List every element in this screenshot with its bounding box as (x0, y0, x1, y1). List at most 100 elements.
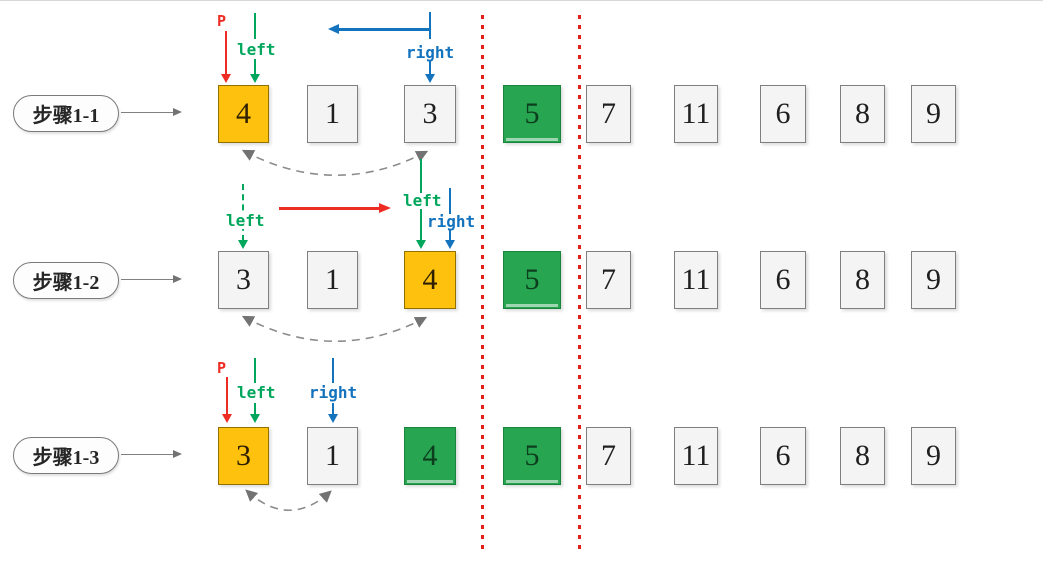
step-connector-line (121, 279, 173, 280)
value-box: 4 (218, 85, 269, 143)
step-connector-line (121, 454, 173, 455)
value-box: 5 (503, 251, 561, 309)
box-value: 1 (325, 97, 340, 130)
value-box: 3 (218, 251, 269, 309)
box-value: 8 (855, 439, 870, 472)
left-pointer-label: left (225, 211, 266, 230)
left-arrowhead-icon (250, 414, 260, 423)
right-pointer-label: right (405, 43, 456, 62)
box-value: 1 (325, 439, 340, 472)
value-box: 11 (674, 85, 718, 143)
value-box: 4 (404, 251, 456, 309)
right-pointer-line (429, 12, 431, 39)
value-box: 9 (911, 427, 956, 485)
value-box: 11 (674, 427, 718, 485)
box-value: 8 (855, 263, 870, 296)
right-move-arrowhead-icon (328, 24, 339, 34)
left-arrowhead-icon (416, 240, 426, 249)
step-connector-arrow-icon (173, 108, 182, 116)
right-pointer-arrow (332, 403, 334, 415)
box-value: 3 (236, 263, 251, 296)
right-pointer-label: right (426, 212, 477, 231)
value-box: 5 (503, 427, 561, 485)
swap-arc-row3 (245, 489, 332, 511)
value-box: 8 (840, 85, 885, 143)
partition-divider-right (578, 15, 581, 553)
box-value: 4 (422, 439, 438, 472)
box-value: 7 (601, 97, 616, 130)
box-value: 8 (855, 97, 870, 130)
value-box: 9 (911, 85, 956, 143)
right-pointer-line (332, 358, 334, 383)
partition-divider-left (481, 15, 484, 553)
value-box: 9 (911, 251, 956, 309)
value-box: 1 (307, 251, 358, 309)
left-arrowhead-icon (238, 240, 248, 249)
value-box: 5 (503, 85, 561, 143)
box-value: 11 (681, 263, 711, 296)
box-value: 9 (926, 97, 941, 130)
value-box: 8 (840, 427, 885, 485)
step-connector-arrow-icon (173, 450, 182, 458)
box-value: 3 (422, 97, 438, 130)
left-pointer-label: left (236, 383, 277, 402)
pivot-pointer-label: P (216, 12, 228, 30)
box-value: 5 (524, 439, 540, 472)
left-move-arrow (279, 207, 379, 210)
pivot-arrowhead-icon (222, 414, 232, 423)
right-pointer-arrow (429, 61, 431, 75)
step-connector-arrow-icon (173, 275, 182, 283)
box-value: 1 (325, 263, 340, 296)
pivot-arrowhead-icon (221, 74, 231, 83)
step-badge-1: 步骤1-1 (13, 95, 119, 132)
left-pointer-line (254, 358, 256, 383)
pivot-pointer-arrow (225, 31, 227, 75)
value-box: 8 (840, 251, 885, 309)
value-box: 7 (586, 427, 631, 485)
right-arrowhead-icon (445, 240, 455, 249)
value-box: 6 (760, 85, 806, 143)
box-value: 7 (601, 439, 616, 472)
box-value: 3 (236, 439, 251, 472)
right-arrowhead-icon (328, 414, 338, 423)
left-pointer-line (254, 13, 256, 39)
box-value: 5 (524, 263, 540, 296)
step-badge-2: 步骤1-2 (13, 262, 119, 299)
step-connector-line (121, 112, 173, 113)
value-box: 7 (586, 85, 631, 143)
left-pointer-label: left (236, 40, 277, 59)
left-pointer-arrow (254, 403, 256, 415)
left-pointer-old-arrow (242, 184, 244, 241)
step-badge-3: 步骤1-3 (13, 437, 119, 474)
box-value: 11 (681, 439, 711, 472)
box-value: 9 (926, 263, 941, 296)
pivot-pointer-arrow (226, 377, 228, 415)
left-pointer-label: left (402, 191, 443, 210)
swap-arc-row2 (241, 315, 428, 342)
box-value: 4 (236, 97, 251, 130)
step-badge-label: 步骤1-2 (32, 272, 100, 294)
box-value: 11 (681, 97, 711, 130)
value-box: 4 (404, 427, 456, 485)
right-move-arrow (339, 28, 429, 31)
right-pointer-label: right (308, 383, 359, 402)
box-value: 6 (775, 263, 791, 296)
value-box: 7 (586, 251, 631, 309)
left-pointer-arrow (254, 59, 256, 75)
value-box: 11 (674, 251, 718, 309)
step-badge-label: 步骤1-1 (32, 105, 100, 127)
step-badge-label: 步骤1-3 (32, 447, 100, 469)
value-box: 3 (218, 427, 269, 485)
box-value: 6 (775, 439, 791, 472)
swap-arc-row1 (241, 149, 429, 176)
value-box: 3 (404, 85, 456, 143)
value-box: 1 (307, 85, 358, 143)
value-box: 1 (307, 427, 358, 485)
left-move-arrowhead-icon (379, 203, 391, 213)
box-value: 4 (422, 263, 438, 296)
box-value: 5 (524, 97, 540, 130)
box-value: 7 (601, 263, 616, 296)
value-box: 6 (760, 251, 806, 309)
right-arrowhead-icon (425, 74, 435, 83)
box-value: 6 (775, 97, 791, 130)
